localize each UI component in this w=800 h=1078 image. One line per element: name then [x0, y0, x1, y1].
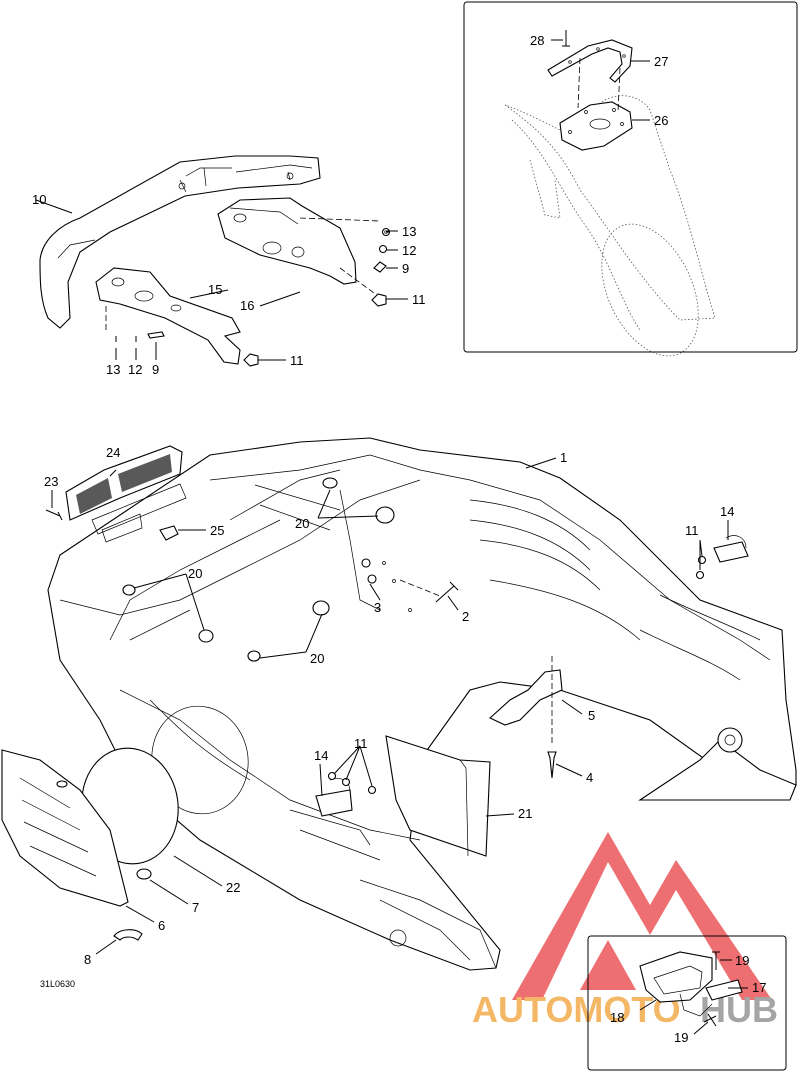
main-body-assembly — [1, 437, 797, 971]
callout-11-left: 11 — [290, 353, 304, 368]
callout-20-top: 20 — [295, 516, 309, 531]
callout-6: 6 — [158, 918, 165, 933]
part-18-latch-base — [639, 951, 713, 1003]
callout-11-upper-right: 11 — [685, 523, 699, 538]
callout-24: 24 — [106, 445, 120, 460]
hardware-right-bracket — [371, 227, 408, 307]
part-14-latch — [315, 789, 353, 817]
watermark-triangle-inner — [580, 940, 636, 990]
callout-4: 4 — [586, 770, 593, 785]
callout-20-left: 20 — [188, 566, 202, 581]
callout-23: 23 — [44, 474, 58, 489]
callout-3: 3 — [374, 600, 381, 615]
part-17-plate — [705, 979, 743, 1001]
callout-13-right: 13 — [402, 224, 416, 239]
watermark-text-auto: AUTOMOTO — [472, 989, 681, 1030]
callout-19-bottom: 19 — [674, 1030, 688, 1045]
part-10-bumper — [39, 155, 321, 329]
part-6-side-panel — [1, 749, 129, 907]
callout-15: 15 — [208, 282, 222, 297]
part-2-rivet — [435, 581, 459, 603]
callout-1: 1 — [560, 450, 567, 465]
part-28-rivet — [562, 30, 570, 47]
callout-11-lower: 11 — [354, 736, 368, 751]
part-25-clip — [159, 525, 179, 541]
callout-9-left: 9 — [152, 362, 159, 377]
part-5-bracket — [489, 669, 563, 726]
callout-8: 8 — [84, 952, 91, 967]
callout-7: 7 — [192, 900, 199, 915]
main-body-callouts: 1 24 23 25 20 20 20 3 2 5 4 11 14 14 — [40, 445, 734, 989]
part-4-screw — [547, 751, 557, 779]
hardware-left-bracket — [105, 306, 286, 367]
callout-21: 21 — [518, 806, 532, 821]
callout-26: 26 — [654, 113, 668, 128]
part-8-clip — [113, 929, 143, 941]
callout-14-upper-right: 14 — [720, 504, 734, 519]
rear-bumper-assembly: 10 16 15 13 12 9 11 — [32, 155, 426, 377]
automotohub-watermark: AUTOMOTO HUB — [472, 832, 778, 1030]
inset-top-right: 28 27 26 — [463, 1, 798, 357]
callout-28: 28 — [530, 33, 544, 48]
callout-18: 18 — [610, 1010, 624, 1025]
callout-14-lower: 14 — [314, 748, 328, 763]
watermark-triangle-mark — [512, 832, 772, 1000]
callout-9-right: 9 — [402, 261, 409, 276]
part-27-gasket — [547, 39, 633, 83]
callout-5: 5 — [588, 708, 595, 723]
callout-12-right: 12 — [402, 243, 416, 258]
callout-19-top: 19 — [735, 953, 749, 968]
part-20-plug — [322, 477, 338, 489]
inset-bottom-right: 19 17 18 19 — [587, 935, 787, 1071]
callout-12-left: 12 — [128, 362, 142, 377]
part-16-bracket — [217, 197, 357, 285]
part-7-grommet — [136, 868, 152, 880]
callout-13-left: 13 — [106, 362, 120, 377]
part-15-bracket — [95, 267, 241, 365]
part-26-cover-plate — [559, 101, 633, 151]
part-1-body — [47, 437, 797, 971]
callout-22: 22 — [226, 880, 240, 895]
callout-16: 16 — [240, 298, 254, 313]
callout-17: 17 — [752, 980, 766, 995]
callout-25: 25 — [210, 523, 224, 538]
figure-code: 31L0630 — [40, 979, 75, 989]
callout-27: 27 — [654, 54, 668, 69]
callout-10: 10 — [32, 192, 46, 207]
callout-20-bottom: 20 — [310, 651, 324, 666]
part-23-screw — [45, 509, 63, 521]
callout-2: 2 — [462, 609, 469, 624]
callout-11-right: 11 — [412, 292, 426, 307]
